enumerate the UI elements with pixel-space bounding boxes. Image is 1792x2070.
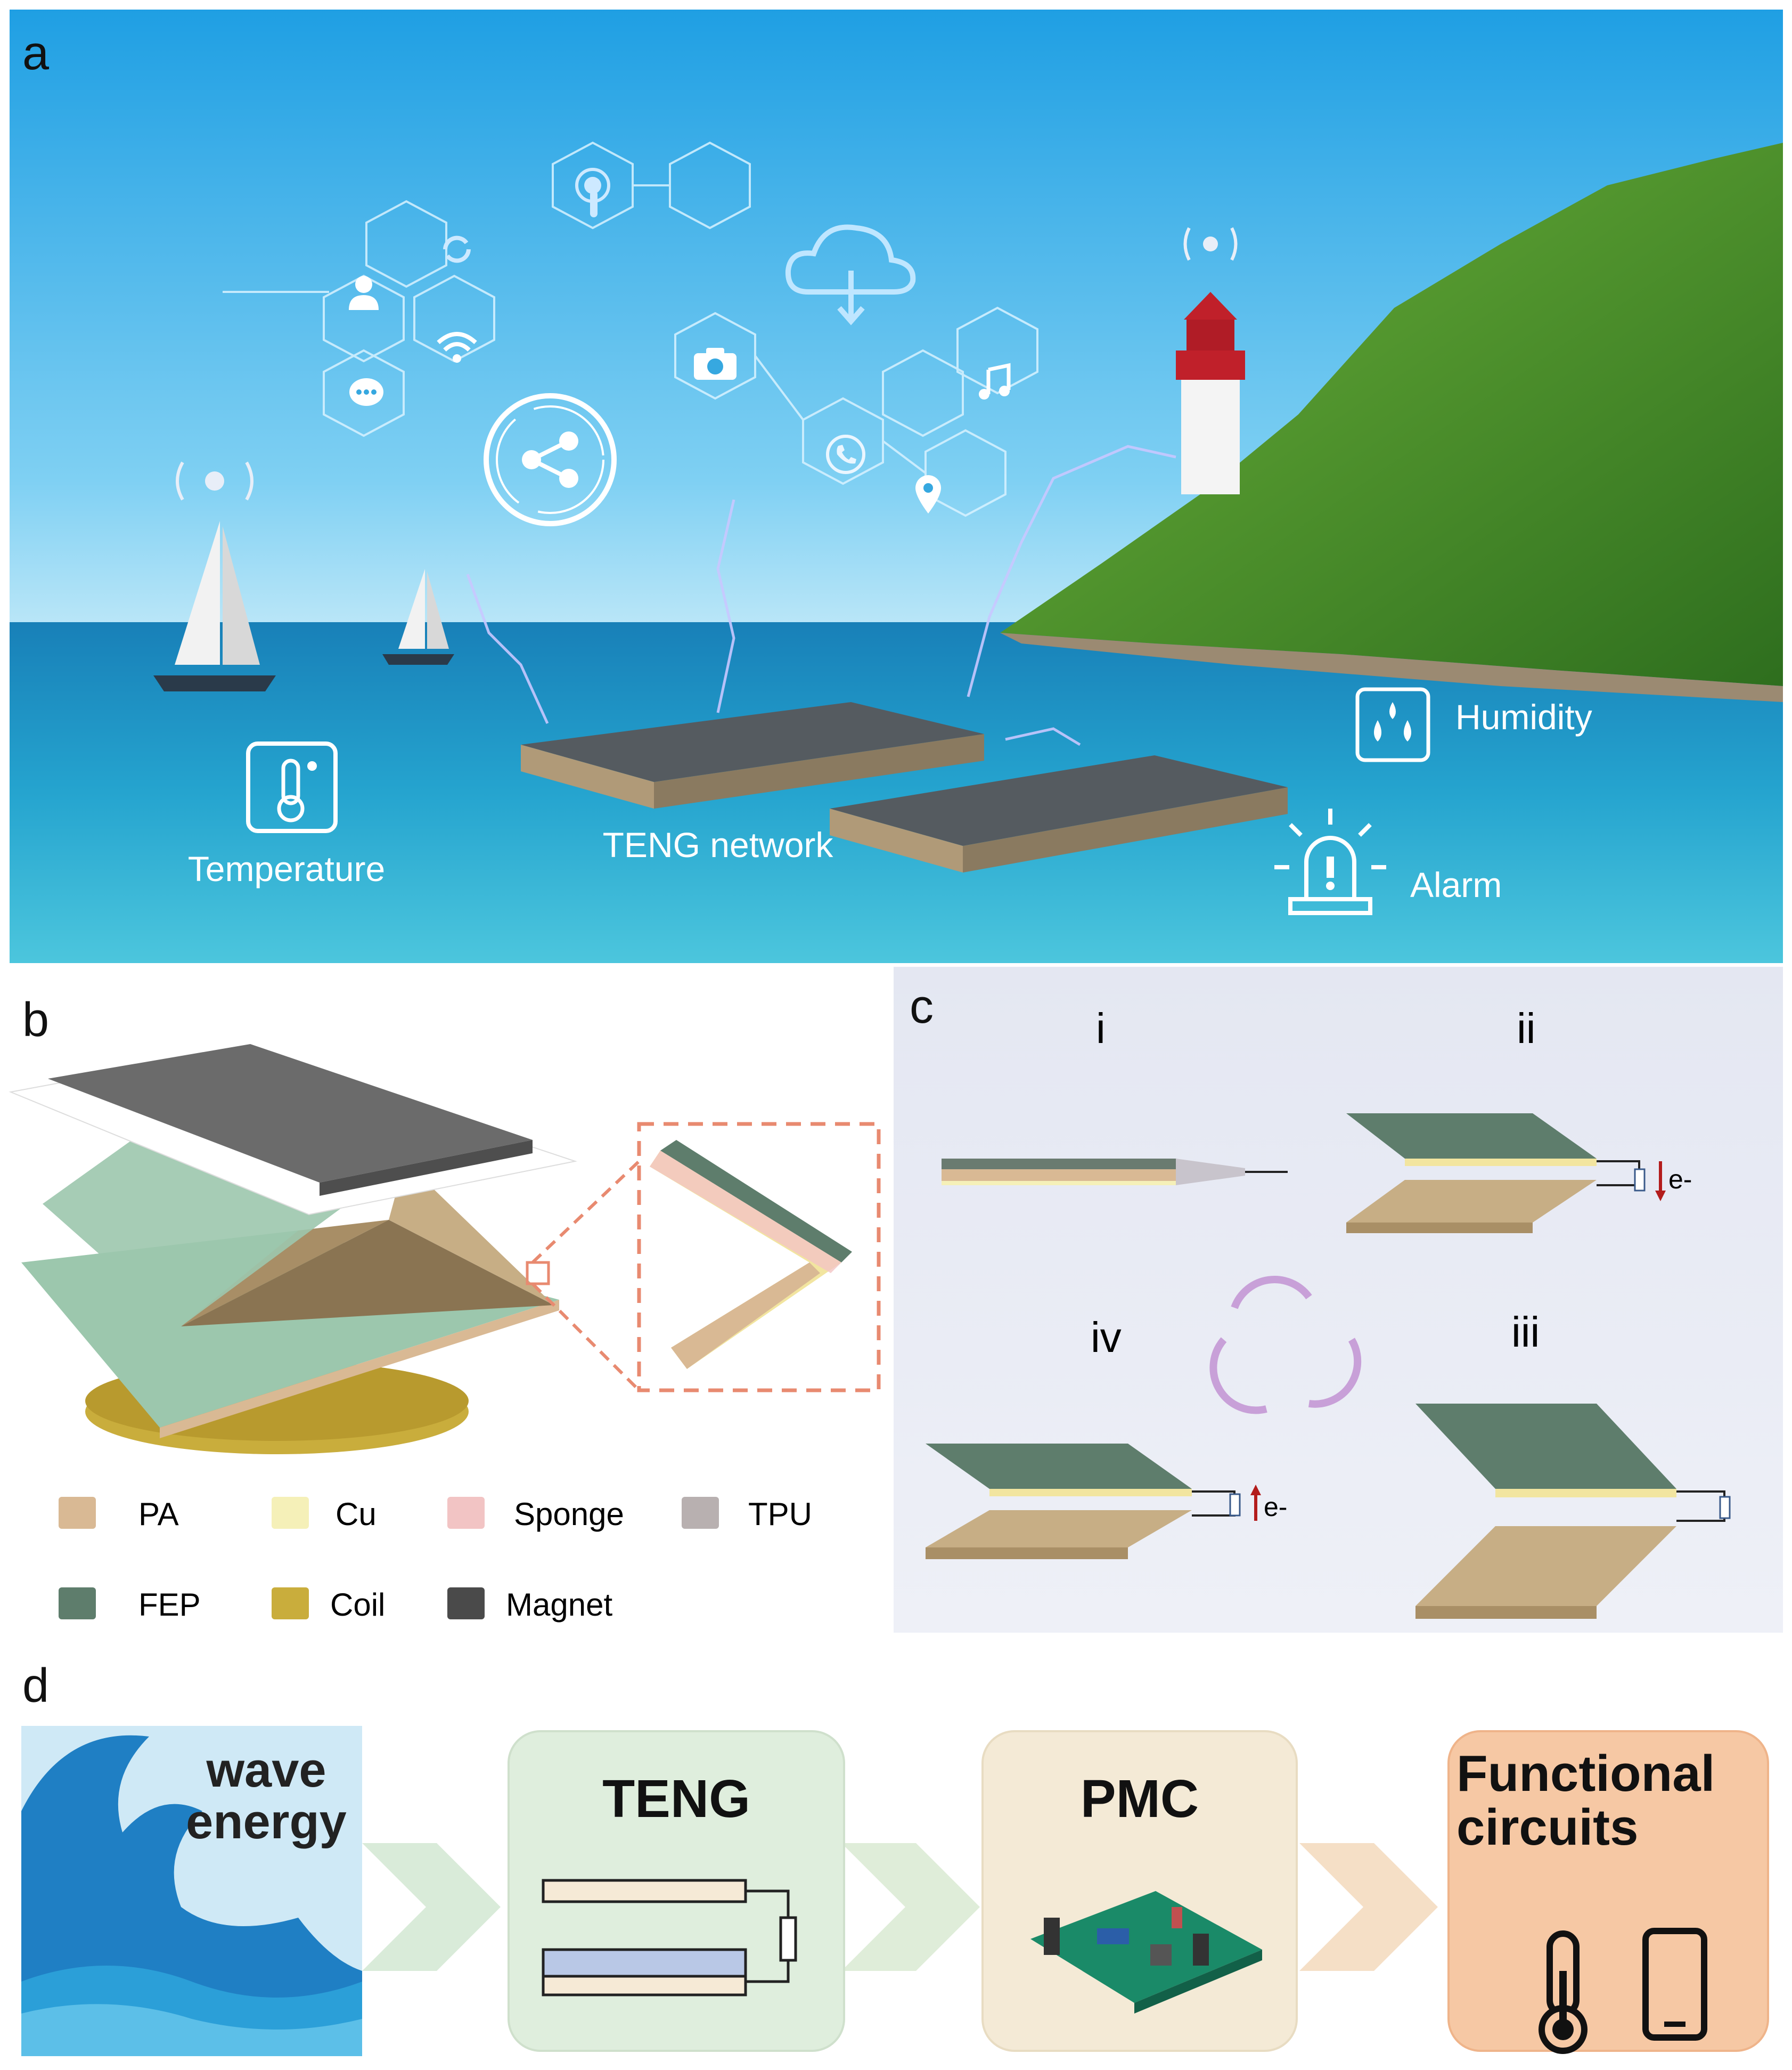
panel-b-structure: b PA Cu xyxy=(0,964,889,1635)
teng-network-label: TENG network xyxy=(602,825,833,865)
chat-icon xyxy=(345,372,388,414)
wave-energy-text: wave energy xyxy=(160,1745,373,1847)
panel-d-letter: d xyxy=(22,1659,50,1713)
teng-stack-illustration xyxy=(9,1044,881,1454)
panel-d-flow: d xyxy=(0,1641,1792,2070)
stage-ii-device xyxy=(1346,1113,1666,1233)
functional-text-line1: Functional xyxy=(1456,1745,1715,1802)
wave-text-line1: wave xyxy=(206,1743,326,1797)
stage-iv-device xyxy=(926,1444,1261,1559)
magnet-label: Magnet xyxy=(506,1587,613,1623)
user-icon xyxy=(342,271,385,313)
coil-swatch xyxy=(272,1587,309,1619)
functional-text-line2: circuits xyxy=(1456,1798,1639,1856)
lightning-bolts xyxy=(466,445,1176,746)
sailboat-large xyxy=(153,461,276,691)
panel-a-scene: Temperature TENG network Humidity Alarm xyxy=(10,10,1783,963)
pa-swatch xyxy=(59,1497,96,1529)
network-hexagon-grid xyxy=(223,141,1038,517)
stage-ii-label: ii xyxy=(1517,1005,1536,1052)
teng-network-panel-right xyxy=(830,755,1288,873)
panel-a-letter: a xyxy=(22,27,50,80)
cu-swatch xyxy=(272,1497,309,1529)
temperature-label: Temperature xyxy=(187,849,386,889)
teng-schematic xyxy=(542,1879,797,1996)
magnet-swatch xyxy=(447,1587,485,1619)
teng-network-panel-left xyxy=(521,702,984,809)
thermometer-icon xyxy=(244,739,340,835)
location-icon xyxy=(912,473,944,516)
stage-i-label: i xyxy=(1096,1005,1106,1052)
coil-label: Coil xyxy=(330,1587,386,1623)
pmc-step-title: PMC xyxy=(1080,1769,1199,1829)
music-icon xyxy=(973,361,1016,404)
cu-label: Cu xyxy=(336,1496,377,1532)
wave-illustration xyxy=(21,1726,362,2056)
stage-iii-device xyxy=(1080,1398,1731,1619)
pa-label: PA xyxy=(138,1496,179,1532)
panel-c-mechanism: c i ii iii iv xyxy=(894,967,1783,1633)
stage-i-device xyxy=(942,1159,1288,1185)
share-icon xyxy=(473,382,627,537)
ocean-scene-illustration xyxy=(10,10,1783,963)
teng-step-title: TENG xyxy=(602,1769,750,1829)
energy-flow-diagram xyxy=(21,1726,1769,2056)
stage-iv-label: iv xyxy=(1091,1314,1122,1361)
sponge-label: Sponge xyxy=(514,1496,624,1532)
cloud-download-icon xyxy=(776,212,926,329)
electron-label-iv: e- xyxy=(1264,1492,1288,1522)
tpu-label: TPU xyxy=(748,1496,812,1532)
wave-text-line2: energy xyxy=(186,1794,347,1849)
sponge-swatch xyxy=(447,1497,485,1529)
alarm-icon xyxy=(1274,803,1386,920)
lighthouse xyxy=(1176,227,1245,494)
refresh-icon xyxy=(436,228,478,271)
fep-label: FEP xyxy=(138,1587,201,1623)
electron-label-ii: e- xyxy=(1668,1164,1692,1194)
pmc-circuit-board xyxy=(1030,1891,1262,2014)
phone-icon xyxy=(824,433,867,476)
humidity-drops-icon xyxy=(1354,686,1431,763)
sailboat-small xyxy=(382,569,454,665)
tpu-swatch xyxy=(682,1497,719,1529)
alarm-label: Alarm xyxy=(1410,865,1502,904)
working-cycle-diagram xyxy=(926,1113,1731,1619)
thermometer-device-icon xyxy=(1539,1930,1588,2054)
wifi-icon xyxy=(433,321,481,369)
cycle-arrows xyxy=(1209,1276,1362,1414)
functional-circuits-text: Functional circuits xyxy=(1456,1747,1776,1855)
fep-swatch xyxy=(59,1587,96,1619)
humidity-label: Humidity xyxy=(1455,697,1592,737)
stage-iii-label: iii xyxy=(1511,1308,1540,1356)
smartphone-icon xyxy=(1642,1928,1707,2041)
panel-b-letter: b xyxy=(22,993,50,1047)
camera-icon xyxy=(691,345,739,382)
panel-c-letter: c xyxy=(910,980,934,1033)
touch-icon xyxy=(569,164,617,223)
